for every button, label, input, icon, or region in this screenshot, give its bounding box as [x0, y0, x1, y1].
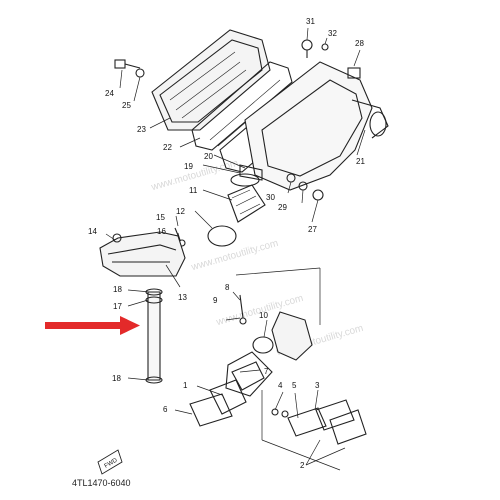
callout-22: 22 [163, 143, 172, 152]
callout-16: 16 [157, 227, 166, 236]
callout-24: 24 [105, 89, 114, 98]
callout-20: 20 [204, 152, 213, 161]
callout-3: 3 [315, 381, 320, 390]
callout-15: 15 [156, 213, 165, 222]
callout-2: 2 [300, 461, 305, 470]
callout-29: 29 [278, 203, 287, 212]
callout-1: 1 [183, 381, 188, 390]
callout-19: 19 [184, 162, 193, 171]
callout-28: 28 [355, 39, 364, 48]
fwd-marker-label: FWD [104, 457, 119, 469]
callout-14: 14 [88, 227, 97, 236]
callout-30: 30 [266, 193, 275, 202]
part-code-label: 4TL1470-6040 [72, 478, 131, 488]
callout-32: 32 [328, 29, 337, 38]
callout-11: 11 [189, 186, 198, 195]
callout-4: 4 [278, 381, 283, 390]
callout-13: 13 [178, 293, 187, 302]
callout-21: 21 [356, 157, 365, 166]
callout-27: 27 [308, 225, 317, 234]
callout-9: 9 [213, 296, 218, 305]
callout-12: 12 [176, 207, 185, 216]
callout-23: 23 [137, 125, 146, 134]
callout-31: 31 [306, 17, 315, 26]
callout-18b: 18 [112, 374, 121, 383]
callout-10: 10 [259, 311, 268, 320]
callout-17: 17 [113, 302, 122, 311]
red-pointer-arrow [45, 316, 140, 335]
callout-8: 8 [225, 283, 230, 292]
callout-25: 25 [122, 101, 131, 110]
callout-7: 7 [264, 367, 269, 376]
callout-6: 6 [163, 405, 168, 414]
callout-5: 5 [292, 381, 297, 390]
callout-18: 18 [113, 285, 122, 294]
